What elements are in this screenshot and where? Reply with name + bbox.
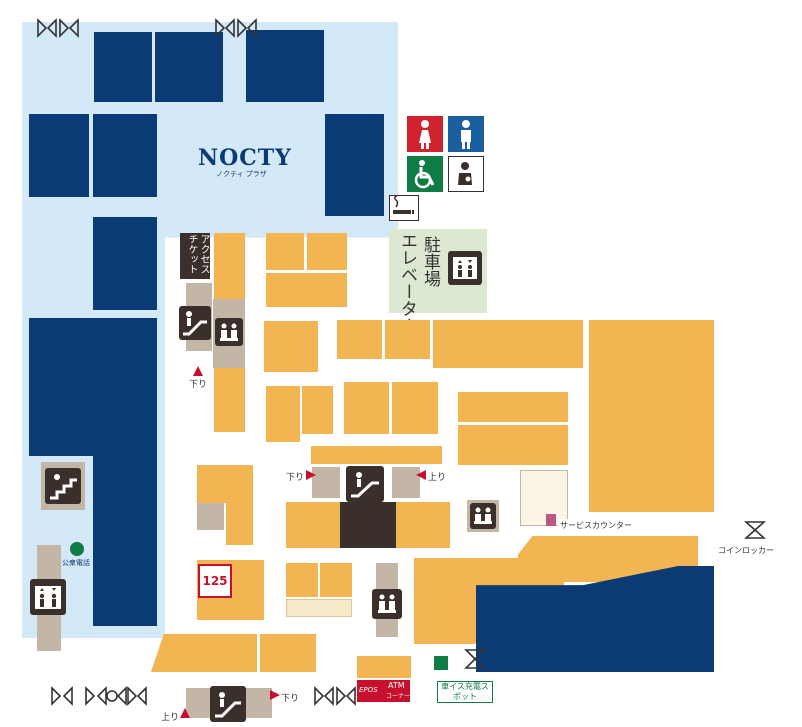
store-block[interactable] <box>264 321 318 372</box>
gray-block <box>340 502 396 548</box>
store-block-nocty-5[interactable] <box>93 114 157 197</box>
down-label: 下り <box>281 694 300 704</box>
charging-spot-icon <box>434 656 448 670</box>
store-block[interactable] <box>214 233 245 299</box>
restroom-icon <box>372 589 402 619</box>
access-ticket-sign <box>180 233 210 279</box>
public-phone-label: 公衆電話 <box>62 559 90 567</box>
smoking-icon <box>389 195 419 221</box>
store-block[interactable] <box>458 425 568 465</box>
arrow-icon <box>193 366 203 376</box>
escalator-icon <box>210 686 246 722</box>
store-block[interactable] <box>266 233 304 270</box>
store-block-nocty-6[interactable] <box>325 114 384 216</box>
arrow-icon <box>306 470 316 480</box>
restroom-icon <box>467 500 499 532</box>
coin-locker-label: コインロッカー <box>716 545 776 556</box>
parking-elevator-subtitle: エレベーター <box>397 232 417 334</box>
elevator-icon <box>30 579 66 615</box>
toilet-women-icon <box>407 116 443 152</box>
escalator-icon <box>179 306 211 340</box>
nursing-room-icon <box>448 156 484 192</box>
store-block[interactable] <box>266 273 347 307</box>
epos-label: EPOS <box>359 686 378 694</box>
down-label: 下り <box>189 380 208 390</box>
store-block[interactable] <box>392 382 438 434</box>
store-block[interactable] <box>396 502 450 548</box>
elevator-icon <box>448 251 482 285</box>
store-block[interactable] <box>589 320 714 512</box>
gray-block <box>392 467 420 498</box>
store-block[interactable] <box>151 634 257 672</box>
up-label: 上り <box>161 713 180 723</box>
entrance-icon <box>50 686 74 706</box>
store-block[interactable] <box>433 320 583 368</box>
gray-block <box>197 503 224 530</box>
parking-elevator-title: 駐車場 <box>420 236 440 287</box>
phone-icon <box>70 542 84 556</box>
restroom-icon <box>215 318 243 346</box>
wheelchair-charge-label: 車イス充電スポット <box>437 681 493 703</box>
entrance-icon <box>84 686 148 706</box>
entrance-icon <box>464 648 486 670</box>
store-block[interactable] <box>286 599 352 617</box>
store-block-nocty-7[interactable] <box>93 217 157 310</box>
atm-corner-label: コーナー <box>386 693 411 700</box>
store-block[interactable] <box>226 503 253 545</box>
down-label: 下り <box>286 473 305 483</box>
up-label: 上り <box>428 473 447 483</box>
store-block-nocty-1[interactable] <box>94 32 152 102</box>
store-block[interactable] <box>337 320 382 359</box>
nocty-logo: NOCTY <box>198 145 292 171</box>
store-block[interactable] <box>197 465 253 503</box>
arrow-icon <box>180 708 190 718</box>
store-block[interactable] <box>344 382 389 434</box>
store-block[interactable] <box>302 386 333 434</box>
entrance-icon <box>313 686 357 706</box>
store-block[interactable] <box>307 233 347 270</box>
service-area <box>520 470 568 526</box>
toilet-men-icon <box>448 116 484 152</box>
atm-label: ATM <box>388 681 405 690</box>
store-block[interactable] <box>385 320 430 359</box>
store-block[interactable] <box>357 656 411 678</box>
arrow-icon <box>270 690 280 700</box>
store-block[interactable] <box>286 563 318 597</box>
store-block-nocty-8[interactable] <box>29 318 157 456</box>
store-number-125[interactable]: 125 <box>198 564 232 598</box>
gray-block <box>312 467 340 498</box>
store-block[interactable] <box>320 563 352 597</box>
nocty-logo-subtitle: ノクティ プラザ <box>216 170 267 178</box>
stairs-icon <box>41 462 85 510</box>
store-block-nocty-2[interactable] <box>155 32 223 102</box>
entrance-icon <box>744 520 766 540</box>
entrance-icon <box>36 18 80 38</box>
store-block[interactable] <box>266 386 300 442</box>
atm-corner[interactable] <box>357 680 410 702</box>
access-ticket-label: アクセス チケット <box>186 234 209 274</box>
store-block-nocty-9[interactable] <box>93 456 157 626</box>
store-block[interactable] <box>458 392 568 422</box>
store-block-nocty-4[interactable] <box>29 114 89 197</box>
accessible-toilet-icon <box>407 156 443 192</box>
service-counter-marker <box>546 514 556 526</box>
store-block[interactable] <box>311 446 442 464</box>
arrow-icon <box>416 470 426 480</box>
service-counter-label: サービスカウンター <box>558 519 634 532</box>
store-block[interactable] <box>260 634 316 672</box>
store-block[interactable] <box>214 368 245 432</box>
store-block-nocty-3[interactable] <box>246 30 324 102</box>
escalator-icon <box>346 466 384 502</box>
store-block[interactable] <box>286 502 340 548</box>
entrance-icon <box>214 18 258 38</box>
